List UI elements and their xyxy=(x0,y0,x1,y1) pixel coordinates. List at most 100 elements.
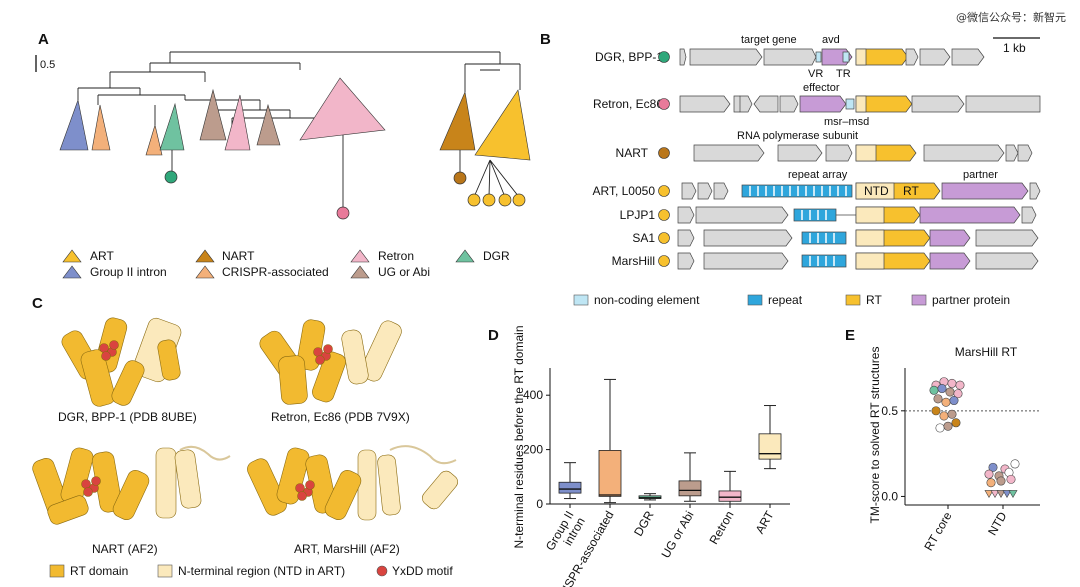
e-point-7 xyxy=(953,389,963,399)
legend-a-group-ii-intron: Group II intron xyxy=(62,265,167,279)
legend-c-yxdd: YxDD motif xyxy=(392,564,453,578)
svg-text:Retron: Retron xyxy=(378,249,414,263)
legend-b-partner: partner protein xyxy=(932,293,1010,307)
row-dot-dgr xyxy=(658,51,670,63)
e-point-27 xyxy=(990,490,1000,499)
legend-c-rt-domain: RT domain xyxy=(70,564,128,578)
e-point-8 xyxy=(933,394,943,404)
clade-retron-1 xyxy=(224,94,251,151)
d-iqr-5 xyxy=(758,433,782,460)
e-point-15 xyxy=(943,421,953,431)
leaf-dot-art-3 xyxy=(498,193,512,207)
leaf-dot-art-2 xyxy=(482,193,496,207)
legend-b: non-coding element repeat RT partner pro… xyxy=(573,293,1010,307)
svg-text:UG or Abi: UG or Abi xyxy=(378,265,430,279)
d-box-4 xyxy=(718,470,742,505)
legend-a-art: ART xyxy=(62,249,114,263)
d-ylabel: N-terminal residues before the RT domain xyxy=(512,326,526,549)
d-box-5 xyxy=(758,405,782,470)
row-label-dgr: DGR, BPP-1 xyxy=(595,50,663,64)
leaf-dot-retron xyxy=(336,206,350,220)
legend-c: RT domain N-terminal region (NTD in ART)… xyxy=(49,564,453,578)
legend-a-nart: NART xyxy=(195,249,255,263)
operon-genes xyxy=(677,48,1041,270)
clade-ug-1 xyxy=(199,88,227,141)
e-xtick-label-1: NTD xyxy=(985,509,1010,538)
legend-a-ug-abi: UG or Abi xyxy=(350,265,430,279)
e-point-11 xyxy=(931,406,941,416)
legend-a-dgr: DGR xyxy=(455,249,510,263)
clade-crispr-1 xyxy=(91,104,111,151)
row-label-sa1: SA1 xyxy=(632,231,655,245)
e-point-26 xyxy=(984,490,994,499)
operon-marshill xyxy=(677,252,1039,270)
operon-sa1 xyxy=(677,229,1039,247)
d-xtick-label-2: DGR xyxy=(631,508,657,538)
panel-label-a: A xyxy=(38,31,49,48)
e-point-29 xyxy=(1002,490,1012,499)
row-dot-lpjp1 xyxy=(658,209,670,221)
annot-repeat-array: repeat array xyxy=(788,169,848,181)
e-point-2 xyxy=(947,378,957,388)
d-iqr-0 xyxy=(558,481,582,494)
e-point-9 xyxy=(941,397,951,407)
annot-tr: TR xyxy=(836,68,851,80)
operon-annotations: target gene avd VR TR effector msr–msd R… xyxy=(737,34,998,198)
d-iqr-1 xyxy=(598,450,622,497)
legend-a-retron: Retron xyxy=(350,249,414,263)
scale-label-a: 0.5 xyxy=(40,59,55,71)
annot-msr-msd: msr–msd xyxy=(824,116,869,128)
operon-lpjp1 xyxy=(677,206,1037,224)
row-label-nart: NART xyxy=(616,146,649,160)
e-point-20 xyxy=(984,469,994,479)
legend-b-noncoding: non-coding element xyxy=(594,293,700,307)
d-xtick-label-4: Retron xyxy=(706,509,736,547)
caption-retron: Retron, Ec86 (PDB 7V9X) xyxy=(271,410,410,424)
annot-rt: RT xyxy=(903,184,919,198)
annot-ntd: NTD xyxy=(864,184,889,198)
operon-retron xyxy=(679,95,1041,113)
legend-a: ART Group II intron NART CRISPR-associat… xyxy=(62,249,510,279)
e-title: MarsHill RT xyxy=(955,345,1018,359)
caption-dgr: DGR, BPP-1 (PDB 8UBE) xyxy=(58,410,197,424)
row-dot-sa1 xyxy=(658,232,670,244)
clade-ug-2 xyxy=(256,103,281,146)
watermark-text: @微信公众号：新智元 xyxy=(956,11,1066,24)
structure-retron xyxy=(259,319,402,405)
e-axes: 0.00.5 xyxy=(881,368,1040,509)
svg-text:1 kb: 1 kb xyxy=(1003,41,1026,55)
row-dot-art-l0050 xyxy=(658,185,670,197)
svg-text:Group II intron: Group II intron xyxy=(90,265,167,279)
e-point-30 xyxy=(1008,490,1018,499)
e-point-25 xyxy=(1006,474,1016,484)
clade-group-ii-intron xyxy=(59,98,89,151)
caption-art-marshill: ART, MarsHill (AF2) xyxy=(294,542,400,556)
row-label-lpjp1: LPJP1 xyxy=(620,208,656,222)
e-points xyxy=(929,377,1020,499)
svg-text:CRISPR-associated: CRISPR-associated xyxy=(222,265,329,279)
annot-target-gene: target gene xyxy=(741,34,797,46)
clade-art xyxy=(474,89,531,161)
e-point-17 xyxy=(1010,459,1020,469)
e-point-6 xyxy=(945,387,955,397)
clade-nart xyxy=(439,90,476,151)
panel-label-c: C xyxy=(32,295,43,312)
svg-text:NART: NART xyxy=(222,249,255,263)
operon-dgr xyxy=(679,48,985,66)
d-xtick-label-3: UG or Abi xyxy=(658,509,696,561)
clade-dgr xyxy=(159,102,185,151)
row-dot-nart xyxy=(658,147,670,159)
row-label-retron: Retron, Ec86 xyxy=(593,97,663,111)
annot-rnap: RNA polymerase subunit xyxy=(737,130,858,142)
leaf-dot-dgr xyxy=(164,170,178,184)
d-box-1 xyxy=(598,378,622,504)
annot-effector: effector xyxy=(803,82,840,94)
structure-dgr xyxy=(61,317,182,407)
d-box-0 xyxy=(558,462,582,500)
annot-vr: VR xyxy=(808,68,823,80)
tree-clades xyxy=(59,77,531,161)
